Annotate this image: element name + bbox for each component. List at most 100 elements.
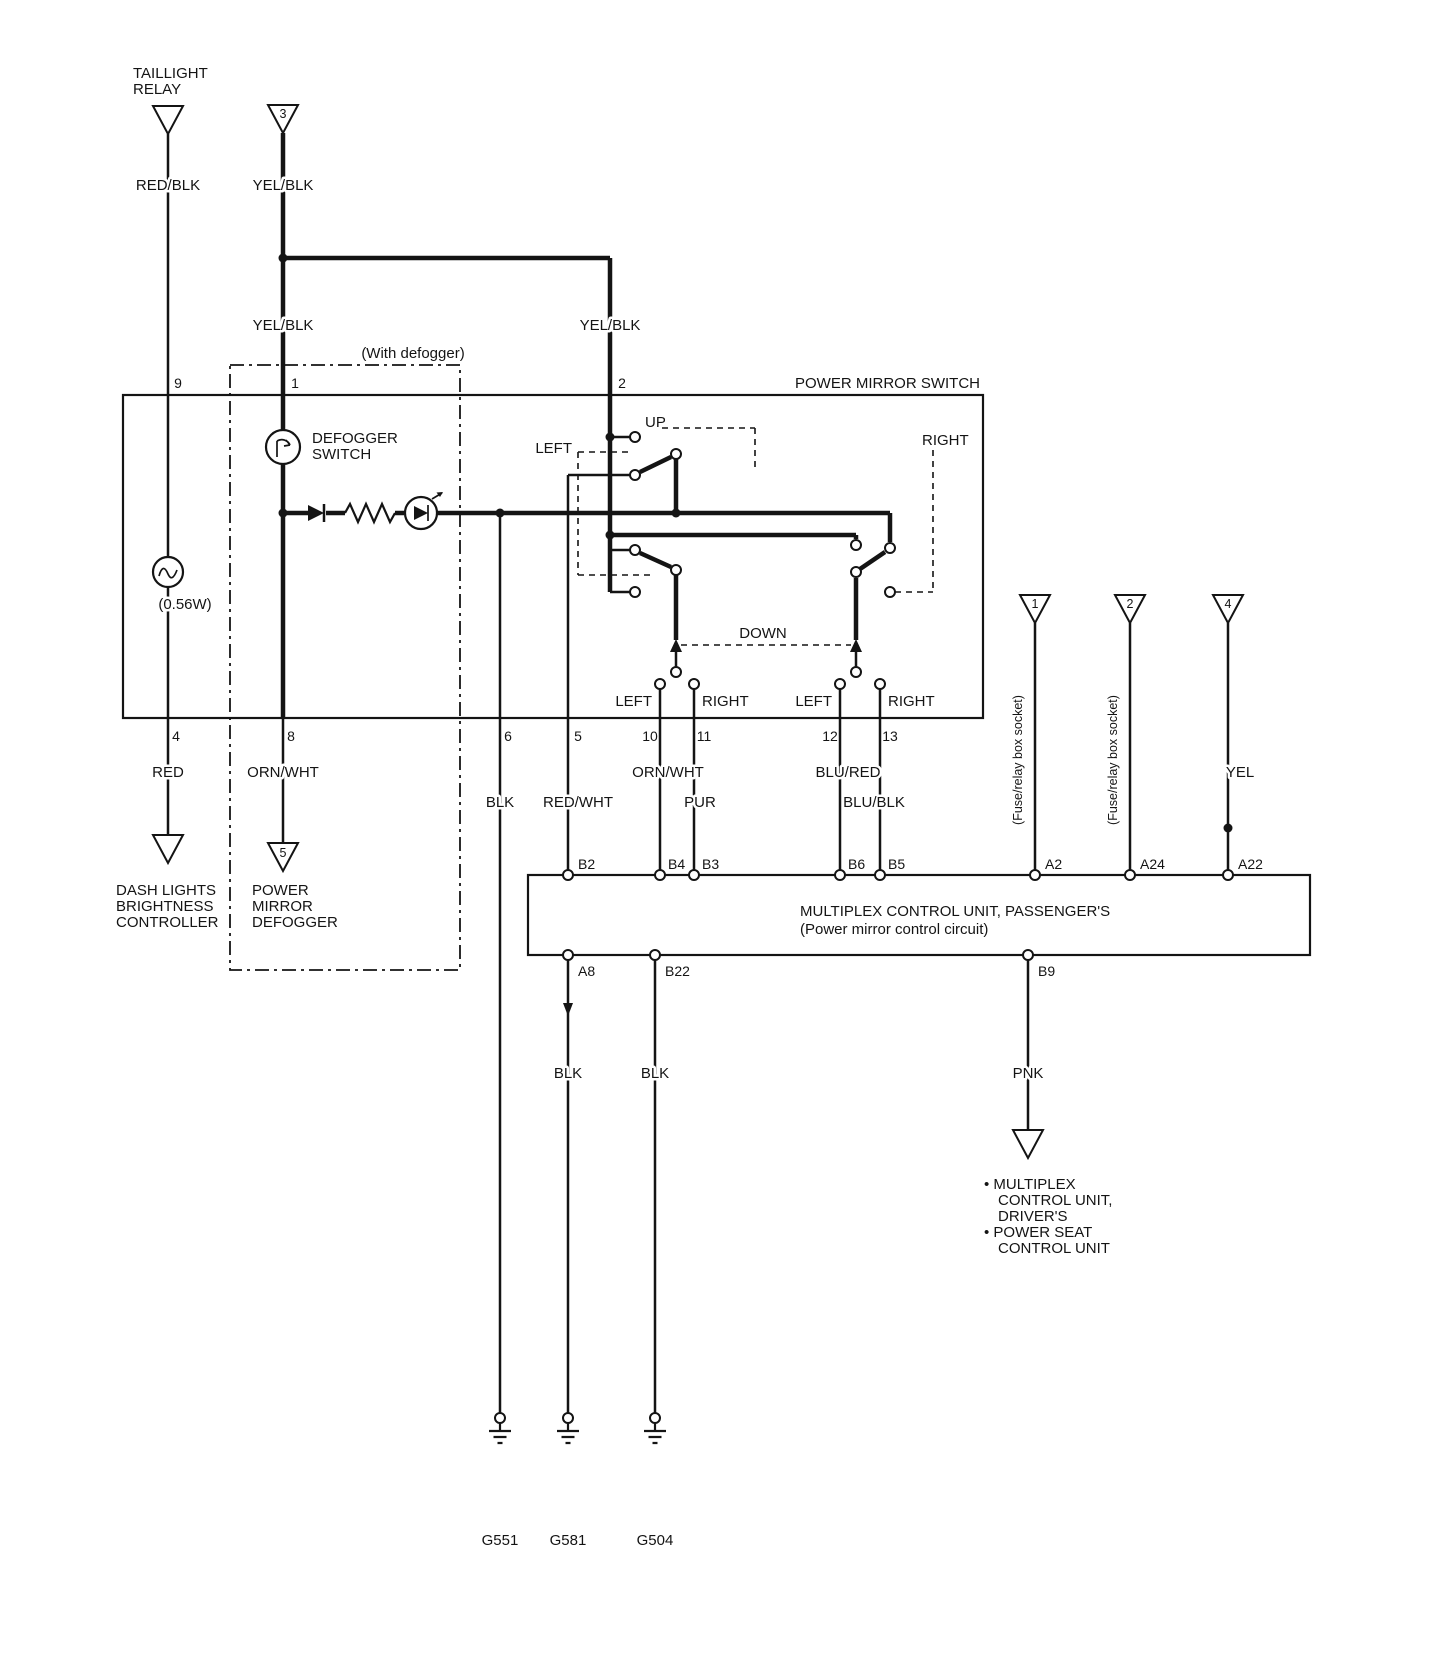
junction-dot [605, 432, 615, 442]
left-lower-label-1: LEFT [615, 693, 652, 710]
mux-pin-b22: B22 [665, 963, 690, 979]
contact-circle [850, 666, 862, 678]
pin-circle [1124, 869, 1136, 881]
mux-pin-b3: B3 [702, 856, 719, 872]
pin-number-4: 4 [172, 728, 180, 744]
pin-number-10: 10 [642, 728, 658, 744]
contact-circle [629, 544, 641, 556]
dash-lights-label-line3: CONTROLLER [116, 914, 219, 931]
pin-number-13: 13 [882, 728, 898, 744]
pin-circle [649, 949, 661, 961]
ground-icon-g581 [557, 1412, 579, 1445]
contact-circle [670, 564, 682, 576]
wire-label-blk-3: BLK [641, 1065, 669, 1082]
defogger-switch-icon [264, 428, 302, 466]
contact-circle [688, 678, 700, 690]
dash-lights-label-line2: BRIGHTNESS [116, 898, 214, 915]
taillight-relay-label-line1: TAILLIGHT [133, 65, 208, 82]
junction-dot [671, 508, 681, 518]
b9-destination-line2: CONTROL UNIT, [998, 1192, 1112, 1209]
wire-label-yel-blk-1: YEL/BLK [253, 177, 314, 194]
contact-circle [654, 678, 666, 690]
power-mirror-defogger-label-line2: MIRROR [252, 898, 313, 915]
mux-pin-a22: A22 [1238, 856, 1263, 872]
mux-pin-b2: B2 [578, 856, 595, 872]
mux-pin-b4: B4 [668, 856, 685, 872]
junction-dot [605, 530, 615, 540]
wire-label-pur: PUR [684, 794, 716, 811]
ground-label-g551: G551 [482, 1532, 519, 1549]
connector-triangle-b9 [1011, 1129, 1045, 1161]
pin-circle [562, 869, 574, 881]
with-defogger-note: (With defogger) [361, 345, 464, 362]
pin-circle [1222, 869, 1234, 881]
wire-label-yel-blk-2: YEL/BLK [253, 317, 314, 334]
pin-number-8: 8 [287, 728, 295, 744]
mux-pin-a24: A24 [1140, 856, 1165, 872]
mechanical-linkage-dashed-lines [577, 427, 934, 646]
contact-circle [850, 566, 862, 578]
illumination-led-icon [403, 492, 443, 531]
wire-label-pnk: PNK [1013, 1065, 1044, 1082]
pin-number-12: 12 [822, 728, 838, 744]
wire-label-yel-blk-3: YEL/BLK [580, 317, 641, 334]
pin-number-1: 1 [291, 375, 299, 391]
resistor-icon [344, 501, 396, 525]
connector-5-number: 5 [280, 846, 287, 860]
power-mirror-switch-box [121, 393, 985, 720]
with-defogger-boundary-box [229, 364, 461, 971]
connector-triangle-4 [1211, 594, 1245, 626]
wire-label-yel: YEL [1226, 764, 1254, 781]
connector-triangle-2 [1113, 594, 1147, 626]
ground-label-g581: G581 [550, 1532, 587, 1549]
pin-circle [1022, 949, 1034, 961]
connector-triangle-taillight-relay [151, 105, 185, 137]
wire-label-red-blk: RED/BLK [136, 177, 200, 194]
connector-triangle-3 [266, 104, 300, 136]
junction-dot [495, 508, 505, 518]
wire-label-orn-wht-1: ORN/WHT [247, 764, 319, 781]
pin-number-2: 2 [618, 375, 626, 391]
junction-dot [278, 253, 288, 263]
switch-contact-circles [629, 431, 896, 690]
wire-label-red: RED [152, 764, 184, 781]
left-lower-label-2: LEFT [795, 693, 832, 710]
up-label: UP [645, 414, 666, 431]
indicator-bulb-icon [151, 555, 185, 589]
pin-number-11: 11 [697, 728, 712, 744]
pin-circle [1029, 869, 1041, 881]
down-arrow-icon [563, 1003, 573, 1016]
pin-circle [688, 869, 700, 881]
pin-number-6: 6 [504, 728, 512, 744]
mux-pin-a8: A8 [578, 963, 595, 979]
down-label: DOWN [739, 625, 787, 642]
taillight-relay-label-line2: RELAY [133, 81, 181, 98]
power-mirror-switch-title: POWER MIRROR SWITCH [795, 375, 980, 392]
mux-pin-b5: B5 [888, 856, 905, 872]
wire-label-blu-red: BLU/RED [815, 764, 880, 781]
junction-dot [278, 508, 288, 518]
up-arrow-icon [670, 639, 682, 652]
connector-4-number: 4 [1225, 597, 1232, 611]
fuse-relay-box-note-2: (Fuse/relay box socket) [1106, 695, 1120, 825]
multiplex-title: MULTIPLEX CONTROL UNIT, PASSENGER'S [800, 903, 1110, 920]
bulb-rating-label: (0.56W) [158, 596, 211, 613]
b9-destination-line4: • POWER SEAT [984, 1224, 1092, 1241]
connector-1-number: 1 [1032, 597, 1039, 611]
wire-label-red-wht: RED/WHT [543, 794, 613, 811]
contact-circle [850, 539, 862, 551]
pin-circle [562, 949, 574, 961]
junction-dot [1223, 823, 1233, 833]
wire-power-runs [280, 133, 893, 718]
pin-circle [654, 869, 666, 881]
contact-circle [874, 678, 886, 690]
pin-circle [874, 869, 886, 881]
multiplex-control-unit-box [526, 873, 1312, 957]
contact-circle [884, 586, 896, 598]
diode-icon [308, 504, 326, 522]
junction-dots [278, 253, 1233, 833]
contact-circle [629, 431, 641, 443]
b9-destination-line5: CONTROL UNIT [998, 1240, 1110, 1257]
